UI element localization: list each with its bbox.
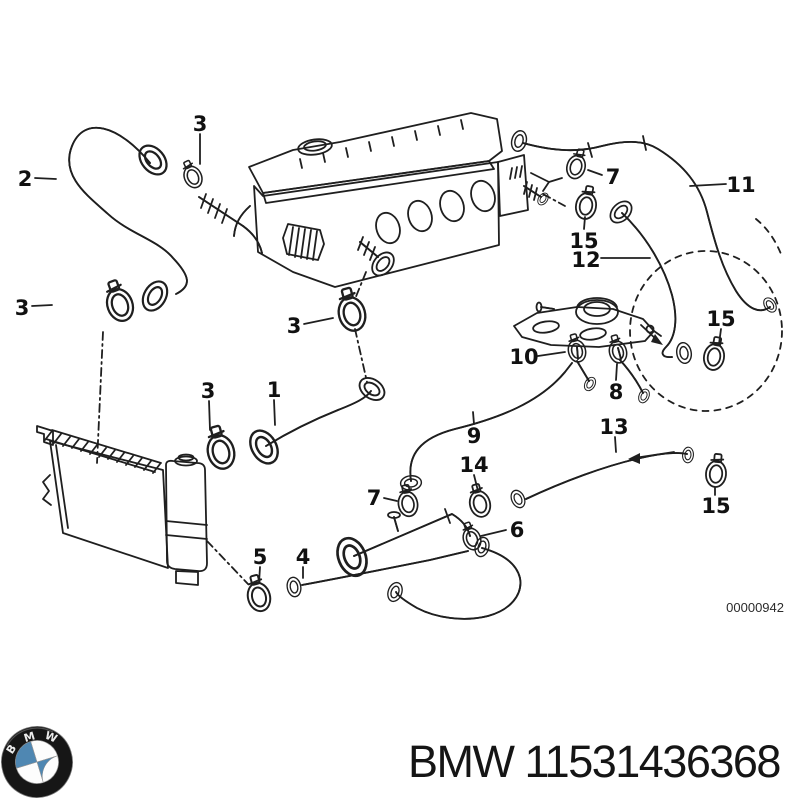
radiator (36, 425, 208, 586)
clamp-15b (700, 334, 729, 373)
callout-leader-2 (34, 177, 57, 180)
detail-lines (299, 119, 464, 169)
clamp-7a (563, 146, 591, 182)
callout-label-6: 6 (510, 518, 525, 542)
part-number: BMW 11531436368 (408, 736, 781, 787)
clamp-14 (464, 481, 494, 521)
engine-right-face (497, 154, 542, 217)
callout-label-1: 1 (267, 378, 282, 402)
callout-leader-11 (689, 183, 727, 187)
callout-label-4: 4 (296, 545, 311, 569)
bmw-logo: B M W (1, 726, 73, 798)
hose-clamps (98, 146, 729, 615)
callout-label-3: 3 (201, 379, 216, 403)
cylinder-head-face (253, 161, 500, 288)
callout-leader-10 (537, 351, 566, 357)
clamp-3b (98, 276, 139, 326)
callout-label-9: 9 (467, 424, 482, 448)
hose-13 (525, 452, 688, 500)
callout-label-3: 3 (15, 296, 30, 320)
callout-leader-3 (303, 317, 334, 325)
callout-label-5: 5 (253, 545, 268, 569)
callout-label-8: 8 (609, 380, 624, 404)
construction-lines (96, 193, 566, 585)
callout-label-12: 12 (571, 248, 600, 272)
callout-label-11: 11 (726, 173, 755, 197)
stub-hose-right (619, 359, 644, 394)
radiator-side-detail (42, 474, 52, 506)
front-hose-snout (198, 193, 263, 254)
flow-arrows (628, 324, 675, 464)
callout-leader-6 (480, 529, 507, 537)
callout-leader-5 (258, 566, 261, 584)
engine-cylinder-head (198, 112, 542, 288)
watermark: 00000942 (726, 600, 784, 615)
thermostat-housing (513, 297, 662, 360)
clamp-5 (241, 571, 275, 615)
hose-2 (68, 127, 188, 295)
expansion-tank (165, 459, 208, 572)
callout-leader-3 (31, 304, 53, 307)
clamp-15c (704, 452, 729, 489)
hose-12 (621, 212, 677, 359)
radiator-core (49, 440, 169, 569)
clamp-3a (177, 157, 207, 192)
hose-11 (522, 135, 771, 312)
detail-lines (587, 135, 647, 158)
callout-leader-15 (583, 216, 586, 230)
water-pipe-flange-assembly (330, 508, 471, 582)
valve-cover (248, 112, 503, 194)
stub-hose-left (576, 360, 590, 382)
callout-leader-9 (472, 411, 475, 425)
callout-label-15: 15 (706, 307, 735, 331)
callout-label-2: 2 (18, 167, 33, 191)
tank-cap (174, 455, 198, 467)
callout-label-7: 7 (367, 486, 382, 510)
callout-leader-7 (587, 169, 603, 176)
callout-label-15: 15 (569, 229, 598, 253)
tank-foot (175, 570, 199, 586)
callout-leader-13 (614, 436, 617, 453)
pipe-4 (301, 550, 469, 586)
callout-label-7: 7 (606, 165, 621, 189)
callout-label-3: 3 (193, 112, 208, 136)
callout-leader-3 (208, 400, 211, 431)
intake-ports (375, 179, 496, 245)
connector-lines (530, 172, 563, 192)
callout-leader-14 (473, 474, 479, 492)
callout-leader-15 (718, 328, 722, 345)
oil-filler-cap (297, 138, 333, 156)
callout-label-14: 14 (459, 453, 488, 477)
callout-label-3: 3 (287, 314, 302, 338)
clamp-3c (331, 284, 371, 335)
hose-6-elbow (395, 547, 522, 620)
radiator-fins (44, 430, 161, 474)
housing-dome (575, 299, 619, 325)
dashed-reference-circle (629, 218, 783, 412)
bottom-outlet-stub (357, 236, 379, 261)
water-pump-knob (282, 223, 325, 261)
callout-label-15: 15 (701, 494, 730, 518)
clamp-15a (572, 183, 601, 222)
callout-leader-8 (615, 363, 618, 381)
valve-cover-rim (262, 160, 495, 204)
hose-9 (409, 362, 573, 482)
callout-label-13: 13 (599, 415, 628, 439)
callout-leader-1 (273, 399, 276, 426)
callout-label-10: 10 (509, 345, 538, 369)
logo-letter-w: W (43, 729, 59, 746)
housing-gasket-plate (513, 306, 655, 348)
clamp-6 (457, 519, 485, 554)
hose-1 (265, 390, 372, 447)
logo-blue-quadrant (15, 741, 38, 769)
clamp-3d (200, 422, 240, 473)
clamp-8 (604, 332, 630, 366)
callout-leader-7 (383, 497, 398, 502)
hose-end-rings (132, 128, 780, 605)
